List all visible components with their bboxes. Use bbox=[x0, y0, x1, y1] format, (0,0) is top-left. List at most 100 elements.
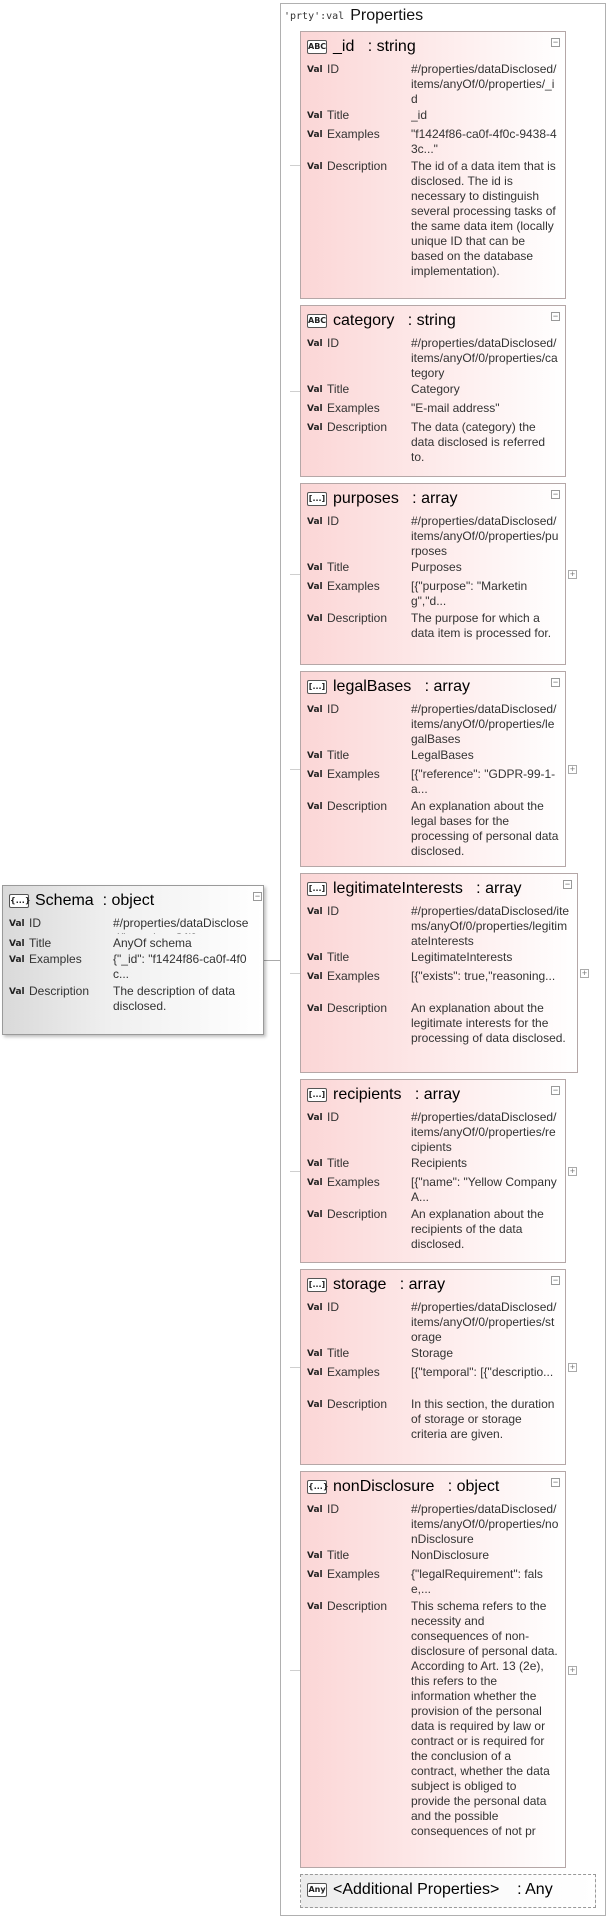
row-value: "E-mail address" bbox=[411, 401, 500, 415]
val-tag-icon: Val bbox=[307, 162, 323, 172]
property-name: storage bbox=[333, 1276, 387, 1293]
property-header: {...}nonDisclosure : object bbox=[307, 1476, 499, 1498]
property-title: category : string bbox=[333, 312, 456, 329]
row-value: #/properties/dataDisclosed/items/anyOf/0… bbox=[411, 336, 558, 380]
val-tag-icon: Val bbox=[9, 987, 25, 997]
property-title: legitimateInterests : array bbox=[333, 880, 522, 897]
additional-properties-box[interactable]: Any <Additional Properties> : Any bbox=[300, 1874, 596, 1908]
val-tag-icon: Val bbox=[307, 1602, 323, 1612]
row-value: LegitimateInterests bbox=[411, 950, 513, 964]
row-value: [{"purpose": "Marketing","d... bbox=[411, 579, 528, 608]
collapse-icon[interactable]: − bbox=[551, 489, 560, 499]
expand-icon[interactable]: + bbox=[568, 569, 577, 579]
row-value: The purpose for which a data item is pro… bbox=[411, 611, 552, 640]
collapse-icon[interactable]: − bbox=[551, 677, 560, 687]
expand-icon[interactable]: + bbox=[580, 968, 589, 978]
collapse-icon[interactable]: − bbox=[551, 37, 560, 47]
collapse-icon[interactable]: − bbox=[253, 891, 262, 901]
property-name: recipients bbox=[333, 1086, 402, 1103]
val-tag-icon: Val bbox=[9, 939, 25, 949]
collapse-icon[interactable]: − bbox=[551, 1477, 560, 1487]
string-type-icon: ABC bbox=[307, 314, 327, 328]
val-tag-icon: Val bbox=[307, 1303, 323, 1313]
property-name: _id bbox=[333, 38, 355, 55]
row-label: Examples bbox=[327, 1175, 380, 1189]
expand-icon[interactable]: + bbox=[568, 1166, 577, 1176]
row-label: ID bbox=[327, 1300, 339, 1314]
property-name: legalBases bbox=[333, 678, 412, 695]
row-value: "f1424f86-ca0f-4f0c-9438-43c..." bbox=[411, 127, 557, 156]
row-label: Description bbox=[29, 984, 90, 998]
row-label: Title bbox=[327, 1156, 350, 1170]
row-value: [{"name": "Yellow Company A... bbox=[411, 1175, 557, 1204]
row-value: This schema refers to the necessity and … bbox=[411, 1599, 558, 1838]
row-label: Description bbox=[327, 1599, 388, 1613]
row-label: ID bbox=[327, 702, 339, 716]
property-header: [...]purposes : array bbox=[307, 488, 458, 510]
row-value: Storage bbox=[411, 1346, 454, 1360]
property-type: string bbox=[376, 38, 416, 55]
row-value: Category bbox=[411, 382, 460, 396]
val-tag-icon: Val bbox=[307, 614, 323, 624]
array-type-icon: [...] bbox=[307, 492, 327, 506]
connector-tick bbox=[290, 165, 300, 166]
property-header: [...]legitimateInterests : array bbox=[307, 878, 522, 900]
val-tag-icon: Val bbox=[307, 517, 323, 527]
val-tag-icon: Val bbox=[307, 1159, 323, 1169]
collapse-icon[interactable]: − bbox=[551, 1085, 560, 1095]
row-value: The description of data disclosed. bbox=[113, 984, 236, 1013]
expand-icon[interactable]: + bbox=[568, 1665, 577, 1675]
collapse-icon[interactable]: − bbox=[551, 1275, 560, 1285]
property-header: [...]recipients : array bbox=[307, 1084, 460, 1106]
row-label: Description bbox=[327, 611, 388, 625]
row-label: Title bbox=[327, 108, 350, 122]
collapse-icon[interactable]: − bbox=[563, 879, 572, 889]
detail-row-description: Val Description The description of data di… bbox=[9, 984, 253, 1018]
val-tag-icon: Val bbox=[307, 1400, 323, 1410]
connector-tick bbox=[290, 769, 300, 770]
connector-tick bbox=[290, 1367, 300, 1368]
property-type: array bbox=[408, 1276, 446, 1293]
row-label: Description bbox=[327, 159, 388, 173]
row-value: An explanation about the recipients of t… bbox=[411, 1207, 544, 1251]
connector-tick bbox=[290, 1670, 300, 1671]
collapse-icon[interactable]: − bbox=[551, 311, 560, 321]
val-tag-icon: Val bbox=[307, 1368, 323, 1378]
property-header: [...]legalBases : array bbox=[307, 676, 470, 698]
expand-icon[interactable]: + bbox=[568, 764, 577, 774]
property-name: purposes bbox=[333, 490, 399, 507]
val-tag-icon: Val bbox=[307, 705, 323, 715]
row-label: Title bbox=[327, 1548, 350, 1562]
val-tag-icon: Val bbox=[307, 1349, 323, 1359]
expand-icon[interactable]: + bbox=[568, 1362, 577, 1372]
properties-label: Properties bbox=[350, 7, 424, 24]
property-header: ABC category : string bbox=[307, 310, 456, 332]
row-value: Purposes bbox=[411, 560, 462, 574]
connector-tick bbox=[290, 574, 300, 575]
row-value: NonDisclosure bbox=[411, 1548, 490, 1562]
detail-row-id: ValID#/properties/dataDisclosed/items/an… bbox=[9, 916, 253, 936]
array-type-icon: [...] bbox=[307, 1278, 327, 1292]
row-value: #/properties/dataDisclosed/items/anyOf/0… bbox=[411, 1300, 557, 1344]
